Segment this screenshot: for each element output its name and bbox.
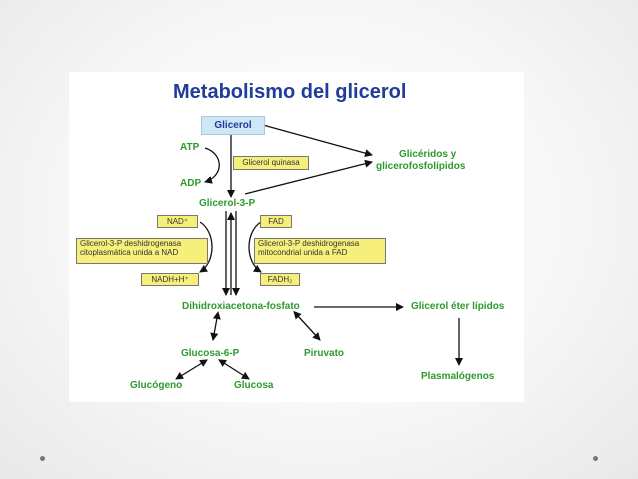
node-piruvato: Piruvato: [304, 348, 345, 359]
cofactor-fad: FAD: [260, 215, 292, 228]
arrow-g6p-glucosa: [218, 359, 250, 380]
node-glicerol-3p: Glicerol-3-P: [199, 198, 256, 209]
enzyme-deshidrogenasa-fad: Glicerol-3-P deshidrogenasa mitocondrial…: [254, 238, 386, 264]
cofactor-nad: NAD⁺: [157, 215, 198, 228]
arrow-nad-nadh: [199, 221, 213, 273]
arrow-dhap-g6p: [210, 311, 221, 341]
node-adp: ADP: [180, 178, 202, 189]
enzyme-deshidrogenasa-fad-line2: mitocondrial unida a FAD: [258, 248, 348, 258]
node-dihidroxiacetona-fosfato: Dihidroxiacetona-fosfato: [182, 301, 300, 312]
cofactor-nadh-label: NADH+H⁺: [151, 274, 189, 284]
node-atp: ATP: [180, 142, 200, 153]
slide-nav-dot-right[interactable]: [593, 456, 598, 461]
node-glicerol-eter-lipidos: Glicerol éter lípidos: [411, 301, 505, 312]
arrow-atp-adp: [204, 147, 220, 184]
diagram-panel: [69, 72, 524, 402]
node-glicerol-label: Glicerol: [214, 120, 252, 131]
arrow-fad-fadh2: [248, 221, 262, 273]
arrow-glicerol-gliceridos: [262, 124, 373, 157]
page-title: Metabolismo del glicerol: [173, 81, 407, 103]
enzyme-glicerol-quinasa-label: Glicerol quinasa: [242, 158, 300, 168]
node-glucosa-6p: Glucosa-6-P: [181, 348, 240, 359]
slide-nav-dot-left[interactable]: [40, 456, 45, 461]
arrow-g6p-glucogeno: [175, 359, 208, 380]
enzyme-deshidrogenasa-nad-line1: Glicerol-3-P deshidrogenasa: [80, 239, 182, 248]
node-glicerol: Glicerol: [201, 116, 265, 135]
node-gliceridos-line1: Glicéridos y: [399, 149, 457, 160]
enzyme-deshidrogenasa-fad-line1: Glicerol-3-P deshidrogenasa: [258, 239, 360, 248]
cofactor-fadh2-label: FADH₂: [267, 274, 293, 284]
node-glucogeno: Glucógeno: [130, 380, 183, 391]
cofactor-nadh: NADH+H⁺: [141, 273, 199, 286]
cofactor-fad-label: FAD: [268, 216, 284, 226]
node-plasmalogenos: Plasmalógenos: [421, 371, 495, 382]
enzyme-glicerol-quinasa: Glicerol quinasa: [233, 156, 309, 170]
enzyme-deshidrogenasa-nad: Glicerol-3-P deshidrogenasa citoplasmáti…: [76, 238, 208, 264]
cofactor-nad-label: NAD⁺: [166, 216, 189, 226]
cofactor-fadh2: FADH₂: [260, 273, 300, 286]
arrow-dhap-piruvato: [293, 310, 321, 341]
arrow-g3p-gliceridos: [244, 159, 373, 195]
enzyme-deshidrogenasa-nad-line2: citoplasmática unida a NAD: [80, 248, 179, 258]
node-gliceridos-line2: glicerofosfolípidos: [376, 161, 466, 172]
node-glucosa: Glucosa: [234, 380, 274, 391]
